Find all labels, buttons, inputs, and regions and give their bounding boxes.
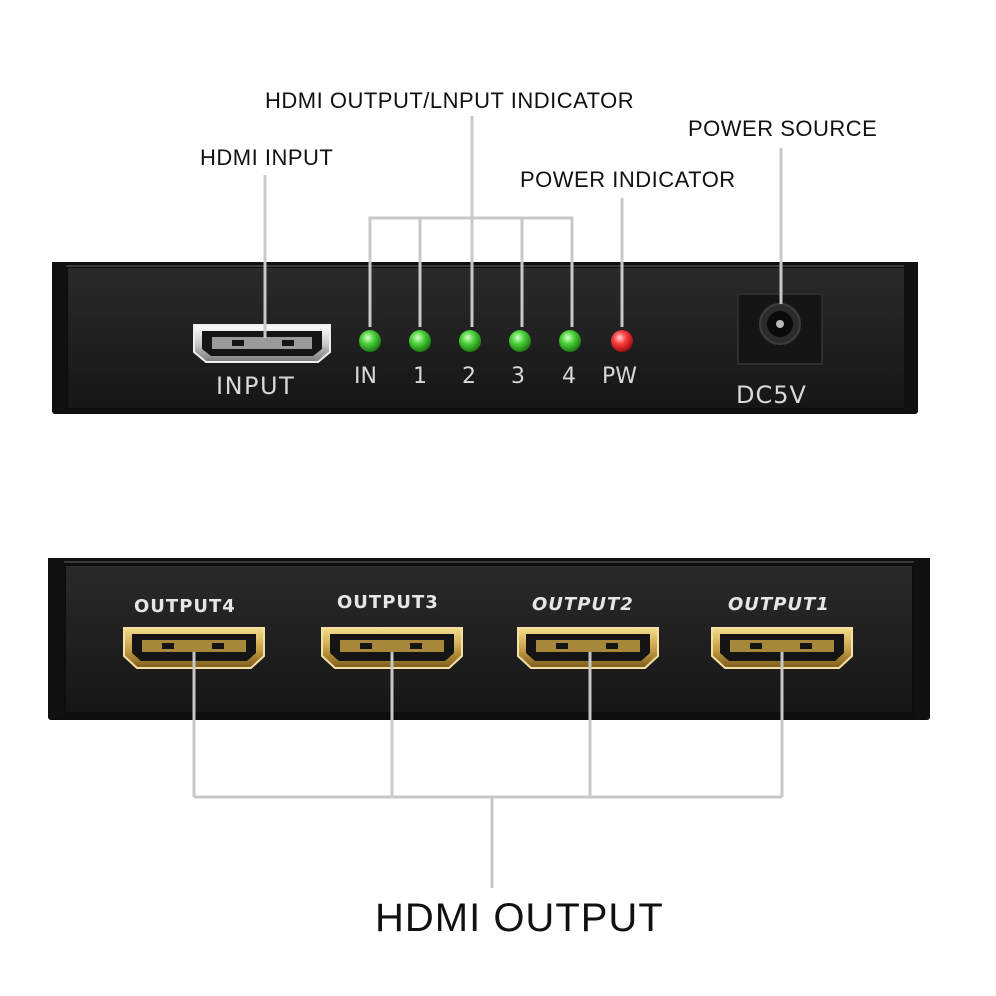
hdmi-input-port bbox=[193, 324, 331, 363]
led-label-2: 2 bbox=[462, 364, 476, 389]
callout-hdmi-output: HDMI OUTPUT bbox=[375, 896, 664, 940]
led-1 bbox=[409, 330, 431, 352]
led-2 bbox=[459, 330, 481, 352]
output-label-2: OUTPUT2 bbox=[532, 594, 634, 615]
callout-power-indicator: POWER INDICATOR bbox=[520, 167, 736, 192]
callout-indicator: HDMI OUTPUT/LNPUT INDICATOR bbox=[265, 88, 635, 113]
output-label-4: OUTPUT4 bbox=[134, 596, 236, 617]
hdmi-output-port-2 bbox=[517, 627, 659, 669]
led-label-3: 3 bbox=[511, 364, 525, 389]
led-3 bbox=[509, 330, 531, 352]
led-in bbox=[359, 330, 381, 352]
input-port-label: INPUT bbox=[216, 372, 296, 400]
led-label-in: IN bbox=[354, 364, 377, 389]
hdmi-output-port-4 bbox=[123, 627, 265, 669]
callout-power-source: POWER SOURCE bbox=[688, 116, 878, 141]
hdmi-output-port-1 bbox=[711, 627, 853, 669]
led-label-4: 4 bbox=[562, 364, 576, 389]
hdmi-output-port-3 bbox=[321, 627, 463, 669]
led-label-1: 1 bbox=[413, 364, 427, 389]
front-callout-lines bbox=[263, 116, 783, 338]
callout-hdmi-input: HDMI INPUT bbox=[200, 145, 334, 170]
led-label-pw: PW bbox=[602, 364, 638, 389]
led-4 bbox=[559, 330, 581, 352]
back-callout-lines bbox=[192, 652, 784, 888]
dc-jack bbox=[737, 293, 823, 365]
dc-label: DC5V bbox=[736, 381, 807, 409]
led-power bbox=[611, 330, 633, 352]
output-label-1: OUTPUT1 bbox=[728, 594, 830, 615]
output-label-3: OUTPUT3 bbox=[337, 592, 439, 613]
